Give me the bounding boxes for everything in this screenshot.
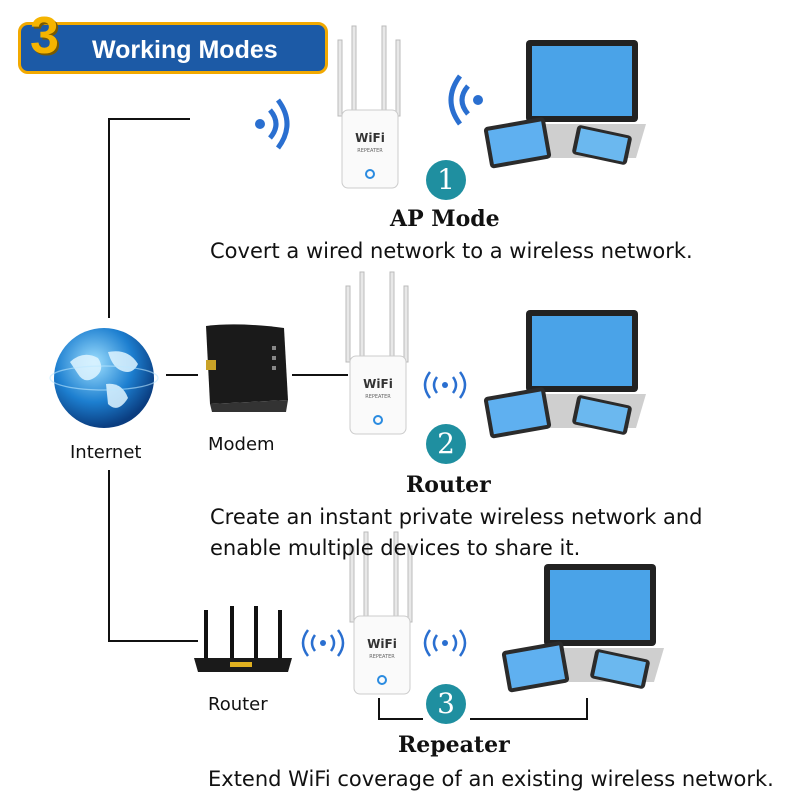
connector-line (166, 374, 198, 376)
mode-description: Create an instant private wireless netwo… (210, 505, 703, 529)
wifi-repeater-device-icon: WiFi REPEATER (337, 25, 401, 189)
svg-text:REPEATER: REPEATER (365, 394, 391, 400)
mode-title: Router (406, 472, 491, 498)
mode-number-badge: 2 (426, 424, 466, 464)
connector-line (108, 118, 110, 318)
wifi-repeater-device-icon: WiFi REPEATER (349, 531, 413, 695)
mode-number-badge: 1 (426, 160, 466, 200)
connector-line (378, 718, 423, 720)
title-badge-text: Working Modes (92, 36, 278, 64)
connector-line (108, 470, 110, 642)
mode-title: Repeater (398, 732, 510, 758)
svg-text:WiFi: WiFi (367, 637, 397, 651)
modem-icon (206, 324, 288, 412)
laptop-devices-icon (483, 40, 646, 169)
svg-text:WiFi: WiFi (355, 131, 385, 145)
mode-title: AP Mode (390, 206, 500, 232)
connector-line (378, 698, 380, 720)
title-badge (18, 22, 328, 74)
mode-description: Extend WiFi coverage of an existing wire… (208, 767, 774, 791)
mode-description: enable multiple devices to share it. (210, 536, 581, 560)
internet-label: Internet (70, 442, 142, 463)
laptop-devices-icon (501, 564, 664, 693)
svg-text:REPEATER: REPEATER (357, 148, 383, 154)
connector-line (292, 374, 348, 376)
wifi-signal-icon (301, 629, 345, 657)
internet-globe-icon (49, 328, 159, 428)
wifi-signal-icon (448, 74, 483, 126)
connector-line (108, 118, 190, 120)
modem-label: Modem (208, 434, 275, 455)
svg-text:REPEATER: REPEATER (369, 654, 395, 660)
router-icon (194, 606, 292, 672)
mode-number-badge: 3 (426, 684, 466, 724)
wifi-signal-icon (255, 98, 290, 150)
router-node-label: Router (208, 694, 268, 715)
laptop-devices-icon (483, 310, 646, 439)
wifi-signal-icon (423, 629, 467, 657)
mode-description: Covert a wired network to a wireless net… (210, 239, 693, 263)
connector-line (470, 718, 588, 720)
svg-text:WiFi: WiFi (363, 377, 393, 391)
wifi-repeater-device-icon: WiFi REPEATER (345, 271, 409, 435)
connector-line (108, 640, 198, 642)
connector-line (586, 698, 588, 720)
wifi-signal-icon (423, 371, 467, 399)
title-badge-number: 3 (30, 7, 59, 65)
